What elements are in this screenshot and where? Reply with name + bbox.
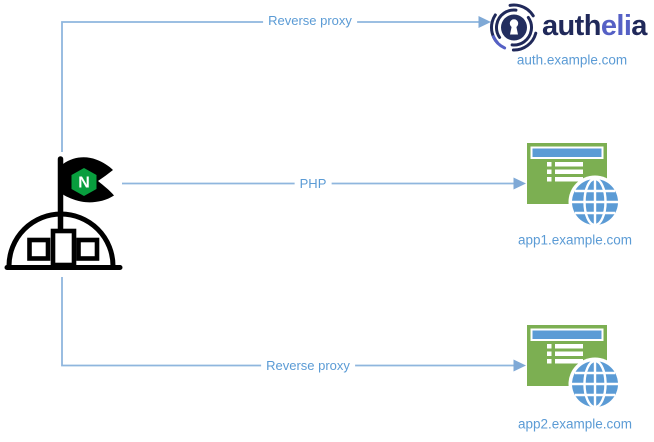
arrowhead-icon: [478, 16, 491, 28]
nginx-flag-icon: N: [57, 156, 114, 232]
nginx-hexagon-icon: [71, 168, 97, 196]
authelia-wordmark-part: eli: [600, 10, 632, 42]
connector-bottom-line: [61, 277, 514, 367]
authelia-wordmark-part: auth: [542, 10, 601, 42]
edge-label-reverse-proxy-top: Reverse proxy: [263, 13, 357, 29]
auth-domain-label: auth.example.com: [516, 52, 628, 68]
authelia-wordmark: authelia: [542, 9, 647, 43]
nginx-flag-letter: N: [78, 175, 90, 192]
arrowhead-icon: [513, 177, 526, 190]
app1-domain-label: app1.example.com: [517, 232, 633, 248]
connector-top-line: [61, 21, 479, 152]
connector-nginx-authelia: [61, 16, 491, 152]
connector-nginx-app2: [61, 277, 526, 372]
keyhole-icon: [509, 19, 519, 28]
edge-label-reverse-proxy-bottom: Reverse proxy: [261, 358, 355, 374]
webapp2-icon: [525, 323, 623, 412]
app2-domain-label: app2.example.com: [517, 416, 633, 432]
authelia-wordmark-part: a: [631, 10, 647, 42]
webapp1-icon: [525, 141, 623, 230]
arrowhead-icon: [513, 359, 526, 372]
nginx-server-icon: N: [4, 156, 123, 270]
authelia-logo-icon: [490, 3, 538, 52]
nginx-building-icon: [4, 211, 123, 270]
edge-label-php: PHP: [294, 176, 332, 192]
